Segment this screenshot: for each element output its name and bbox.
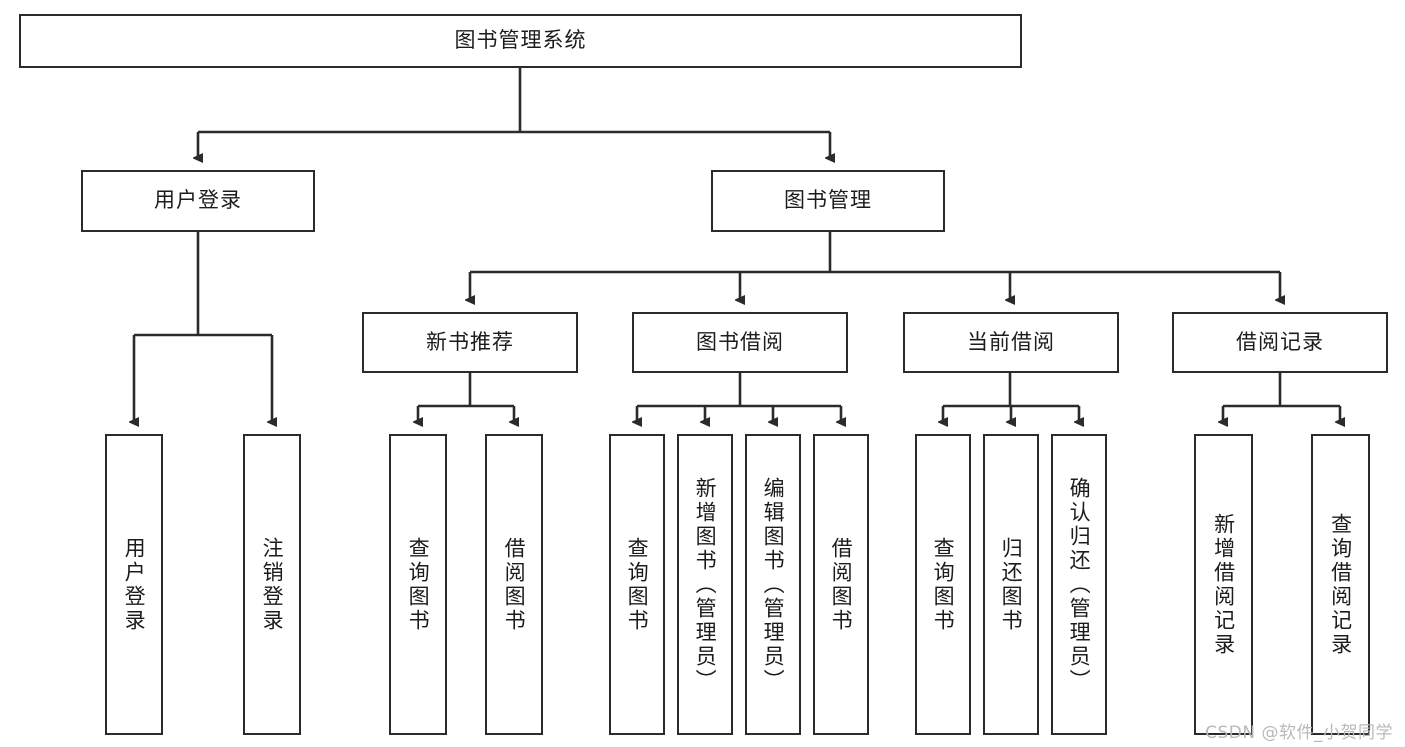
node-book-management-label: 图书管理 [784,188,872,213]
leaf-label: 借阅图书 [829,536,854,633]
leaf-label: 确认归还（管理员） [1067,476,1092,693]
node-book-management[interactable]: 图书管理 [711,170,945,232]
leaf-borrow-edit-book[interactable]: 编辑图书（管理员） [745,434,801,735]
leaf-label: 归还图书 [999,536,1024,633]
leaf-label: 查询图书 [406,536,431,633]
leaf-record-query-record[interactable]: 查询借阅记录 [1311,434,1370,735]
leaf-label: 新增借阅记录 [1211,512,1236,657]
node-user-login[interactable]: 用户登录 [81,170,315,232]
leaf-new-book-borrow[interactable]: 借阅图书 [485,434,543,735]
leaf-borrow-query-book[interactable]: 查询图书 [609,434,665,735]
leaf-new-book-query[interactable]: 查询图书 [389,434,447,735]
leaf-user-login-logout[interactable]: 注销登录 [243,434,301,735]
node-book-borrow[interactable]: 图书借阅 [632,312,848,373]
leaf-label: 查询图书 [931,536,956,633]
leaf-current-return-book[interactable]: 归还图书 [983,434,1039,735]
leaf-borrow-add-book[interactable]: 新增图书（管理员） [677,434,733,735]
node-borrow-record[interactable]: 借阅记录 [1172,312,1388,373]
node-new-book-recommend[interactable]: 新书推荐 [362,312,578,373]
leaf-label: 新增图书（管理员） [693,476,718,693]
node-new-book-recommend-label: 新书推荐 [426,329,514,354]
node-current-borrow-label: 当前借阅 [967,329,1055,354]
leaf-current-confirm-return[interactable]: 确认归还（管理员） [1051,434,1107,735]
leaf-label: 编辑图书（管理员） [761,476,786,693]
leaf-current-query-book[interactable]: 查询图书 [915,434,971,735]
leaf-label: 借阅图书 [502,536,527,633]
leaf-label: 查询图书 [625,536,650,633]
leaf-user-login-login[interactable]: 用户登录 [105,434,163,735]
leaf-label: 用户登录 [122,536,147,633]
node-current-borrow[interactable]: 当前借阅 [903,312,1119,373]
node-user-login-label: 用户登录 [154,188,242,213]
leaf-record-add-record[interactable]: 新增借阅记录 [1194,434,1253,735]
leaf-borrow-borrow-book[interactable]: 借阅图书 [813,434,869,735]
node-root-label: 图书管理系统 [454,28,587,53]
node-book-borrow-label: 图书借阅 [696,329,784,354]
leaf-label: 查询借阅记录 [1328,512,1353,657]
node-root[interactable]: 图书管理系统 [19,14,1022,68]
leaf-label: 注销登录 [260,536,285,633]
node-borrow-record-label: 借阅记录 [1236,329,1324,354]
watermark-text: CSDN @软件_小贺同学 [1205,723,1393,743]
